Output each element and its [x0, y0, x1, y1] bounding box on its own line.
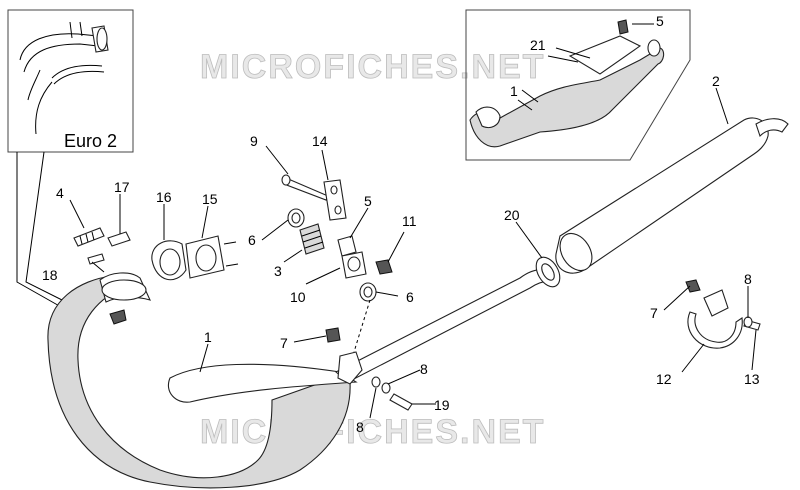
spacer-5	[337, 235, 357, 257]
muffler-body	[555, 117, 769, 274]
clip-17	[107, 231, 131, 247]
callout-1-inset: 1	[510, 83, 518, 99]
leader-lines	[69, 55, 757, 419]
alt-muffler-outlet	[647, 39, 661, 57]
muffler	[555, 117, 789, 274]
callout-7-bracket: 7	[280, 335, 288, 351]
header-pipe-body	[47, 275, 351, 489]
euro2-header-pipe	[19, 21, 109, 135]
callout-12: 12	[656, 371, 672, 387]
header-pipe	[47, 272, 358, 489]
callout-8-right: 8	[420, 361, 428, 377]
callout-1-main: 1	[204, 329, 212, 345]
callout-4: 4	[56, 185, 64, 201]
spring-3	[299, 223, 325, 255]
muffler-inlet-end	[559, 232, 593, 272]
callout-21: 21	[530, 37, 546, 53]
callout-20: 20	[504, 207, 520, 223]
callout-17: 17	[114, 179, 130, 195]
muffler-tailpipe	[755, 118, 789, 138]
washer-8-b	[381, 382, 391, 394]
callout-8-lower: 8	[356, 419, 364, 435]
callout-6-upper: 6	[248, 232, 256, 248]
inset-leader-line-b	[25, 151, 75, 307]
callout-9: 9	[250, 133, 258, 149]
heat-shield-21	[568, 35, 642, 75]
callout-5-main: 5	[364, 193, 372, 209]
flange-15	[185, 235, 239, 279]
bolt-18	[87, 253, 105, 265]
clamp-12	[687, 289, 743, 349]
callout-15: 15	[202, 191, 218, 207]
euro2-inset: Euro 2	[7, 9, 134, 153]
nut-7-clamp	[685, 279, 701, 293]
callout-14: 14	[312, 133, 328, 149]
callout-8-clamp: 8	[744, 271, 752, 287]
gasket-20	[535, 256, 561, 288]
watermark-top: MICROFICHES.NET	[200, 48, 545, 86]
callout-2: 2	[712, 73, 720, 89]
callout-6-lower: 6	[406, 289, 414, 305]
clip-5-inset	[617, 19, 629, 35]
grommet-6-lower	[359, 282, 377, 302]
grommet-6-upper	[287, 208, 305, 228]
nut-7-bracket	[325, 327, 341, 343]
alt-muffler-inset-frame	[465, 9, 691, 161]
euro2-label: Euro 2	[64, 131, 117, 151]
bush-10	[341, 251, 367, 279]
nut-11	[375, 259, 393, 275]
callout-19: 19	[434, 397, 450, 413]
header-pipe-inlet	[101, 279, 147, 301]
alt-muffler-inset	[465, 9, 691, 161]
header-pipe-clip	[109, 309, 127, 325]
callout-3-label: 3	[274, 263, 282, 279]
bracket-14	[323, 179, 347, 221]
assembly-dash-line	[353, 299, 371, 353]
callout-7-clamp: 7	[650, 305, 658, 321]
inset-leader-line-a	[16, 152, 71, 313]
header-pipe-expansion	[168, 363, 358, 403]
washer-8-clamp	[743, 316, 753, 328]
callout-16: 16	[156, 189, 172, 205]
callout-13: 13	[744, 371, 760, 387]
gasket-16	[151, 240, 187, 281]
callout-18: 18	[42, 267, 58, 283]
callout-5-inset: 5	[656, 13, 664, 29]
callout-10: 10	[290, 289, 306, 305]
washer-8-a	[371, 376, 381, 388]
euro2-inset-frame	[7, 9, 134, 153]
mid-pipe-bracket	[337, 351, 363, 385]
callout-11: 11	[402, 213, 417, 229]
alt-muffler-inlet	[475, 106, 501, 129]
bolt-19	[389, 393, 413, 411]
spring-4	[73, 227, 105, 247]
watermark-bottom: MICROFICHES.NET	[200, 413, 545, 451]
bolt-9	[281, 174, 329, 201]
